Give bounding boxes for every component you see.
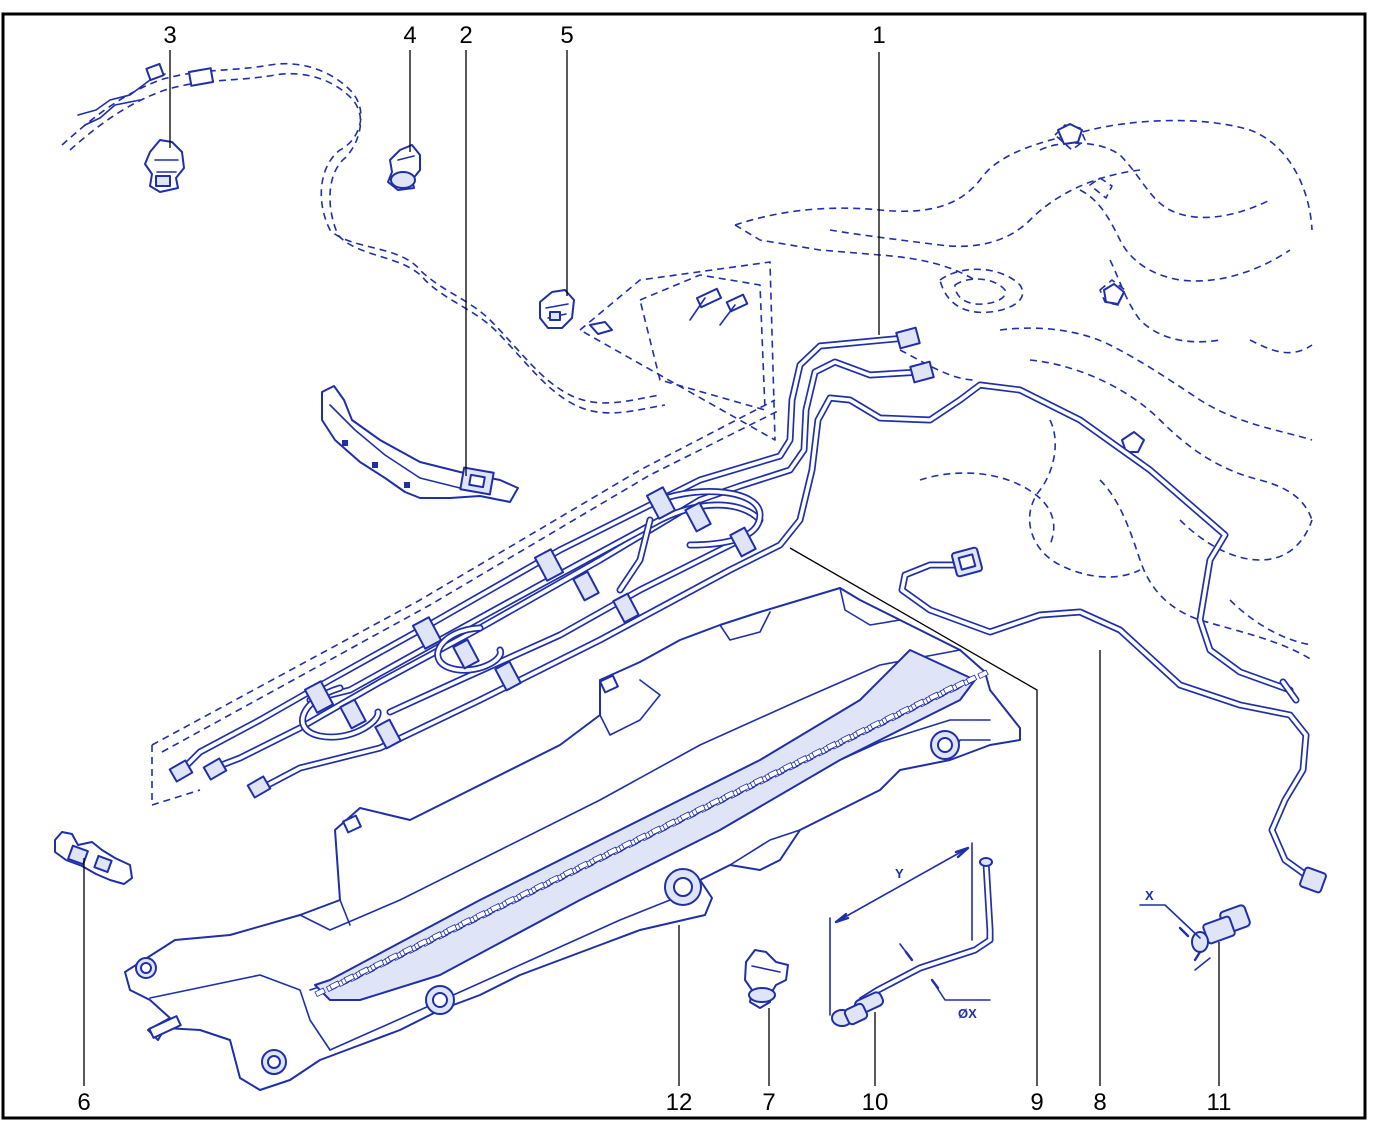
shield-rib-cell <box>460 917 472 927</box>
shield-rib-cell <box>694 804 706 814</box>
shield-rib-cell <box>519 888 531 899</box>
shield-rib-cell <box>387 952 399 962</box>
part-1-pipe-assembly <box>168 326 1300 799</box>
shield-rib-cell <box>562 867 575 878</box>
callout-2: 2 <box>459 22 472 49</box>
shield-rib-cell <box>767 769 779 779</box>
shield-rib-cell <box>475 910 487 920</box>
shield-rib-cell <box>489 903 502 913</box>
shield-rib-cell <box>942 684 955 695</box>
shield-rib-cell <box>431 931 443 941</box>
part-2-bracket <box>321 385 519 503</box>
callout-3: 3 <box>163 22 176 49</box>
shield-rib-cell <box>358 966 370 976</box>
shield-rib-cell <box>329 980 341 991</box>
shield-rib-cell <box>592 853 604 864</box>
shield-rib-cell <box>855 726 867 737</box>
part-4-clip <box>387 144 421 191</box>
shield-rib-cell <box>825 740 838 751</box>
shield-rib-cell <box>679 811 692 821</box>
shield-rib-cell <box>869 719 882 730</box>
shield-rib-cell <box>965 674 978 685</box>
shield-rib-cell <box>504 895 516 906</box>
shield-rib-cell <box>343 973 356 983</box>
callout-11: 11 <box>1207 1089 1232 1116</box>
shield-rib-cell <box>665 818 677 828</box>
shield-rib-cell <box>752 776 765 786</box>
callout-numbers: 1 2 3 4 5 6 7 8 9 10 11 12 <box>77 22 1231 1116</box>
shield-rib-cell <box>577 860 589 871</box>
shield-rib-cell <box>977 669 989 680</box>
shield-rib-cell <box>402 945 414 955</box>
part-12-underbody-shield <box>124 587 1021 1091</box>
part-7-clip <box>744 949 789 1009</box>
callout-1: 1 <box>872 22 885 49</box>
vehicle-body-context <box>61 62 1313 806</box>
callout-9: 9 <box>1030 1089 1043 1116</box>
callout-6: 6 <box>77 1089 90 1116</box>
shield-rib-cell <box>635 832 648 843</box>
part-11-union-fitting: X <box>1139 888 1251 971</box>
shield-rib-cell <box>416 938 429 948</box>
dimension-x-label: X <box>1145 888 1154 903</box>
callout-5: 5 <box>560 22 573 49</box>
shield-rib-cell <box>898 705 911 716</box>
shield-rib-cell <box>840 733 852 744</box>
callout-7: 7 <box>762 1089 775 1116</box>
part-10-pipe-dimensions: Y ØX <box>829 842 994 1027</box>
shield-rib-cell <box>782 762 794 772</box>
shield-grid <box>314 649 989 1001</box>
shield-rib-cell <box>723 790 736 800</box>
part-8-flexible-pipe <box>898 546 1327 894</box>
shield-rib-cell <box>621 839 633 850</box>
shield-rib-cell <box>954 679 966 690</box>
callout-10: 10 <box>862 1089 889 1116</box>
shield-rib-cell <box>796 755 809 765</box>
shield-rib-cell <box>548 874 560 885</box>
shield-rib-cell <box>738 783 750 793</box>
part-5-clip <box>539 289 575 329</box>
dimension-y-label: Y <box>895 866 904 881</box>
shield-rib-cell <box>372 959 385 969</box>
shield-rib-cell <box>709 797 721 807</box>
diagram-frame <box>1 12 1367 1120</box>
shield-rib-cell <box>606 846 619 857</box>
shield-rib-cell <box>650 825 662 836</box>
shield-rib-cell <box>533 881 546 892</box>
callout-leaders <box>83 50 1220 1086</box>
shield-rib-cell <box>884 712 896 723</box>
part-6-bracket <box>54 831 133 885</box>
dimension-diameter-label: ØX <box>958 1006 977 1021</box>
callout-8: 8 <box>1093 1089 1106 1116</box>
shield-rib-cell <box>928 691 940 702</box>
callout-12: 12 <box>666 1089 693 1116</box>
callout-4: 4 <box>403 22 416 49</box>
shield-rib-cell <box>445 924 458 934</box>
shield-rib-cell <box>314 987 326 998</box>
shield-rib-cell <box>811 748 823 758</box>
shield-rib-cell <box>913 698 926 709</box>
part-3-clip <box>144 139 185 193</box>
